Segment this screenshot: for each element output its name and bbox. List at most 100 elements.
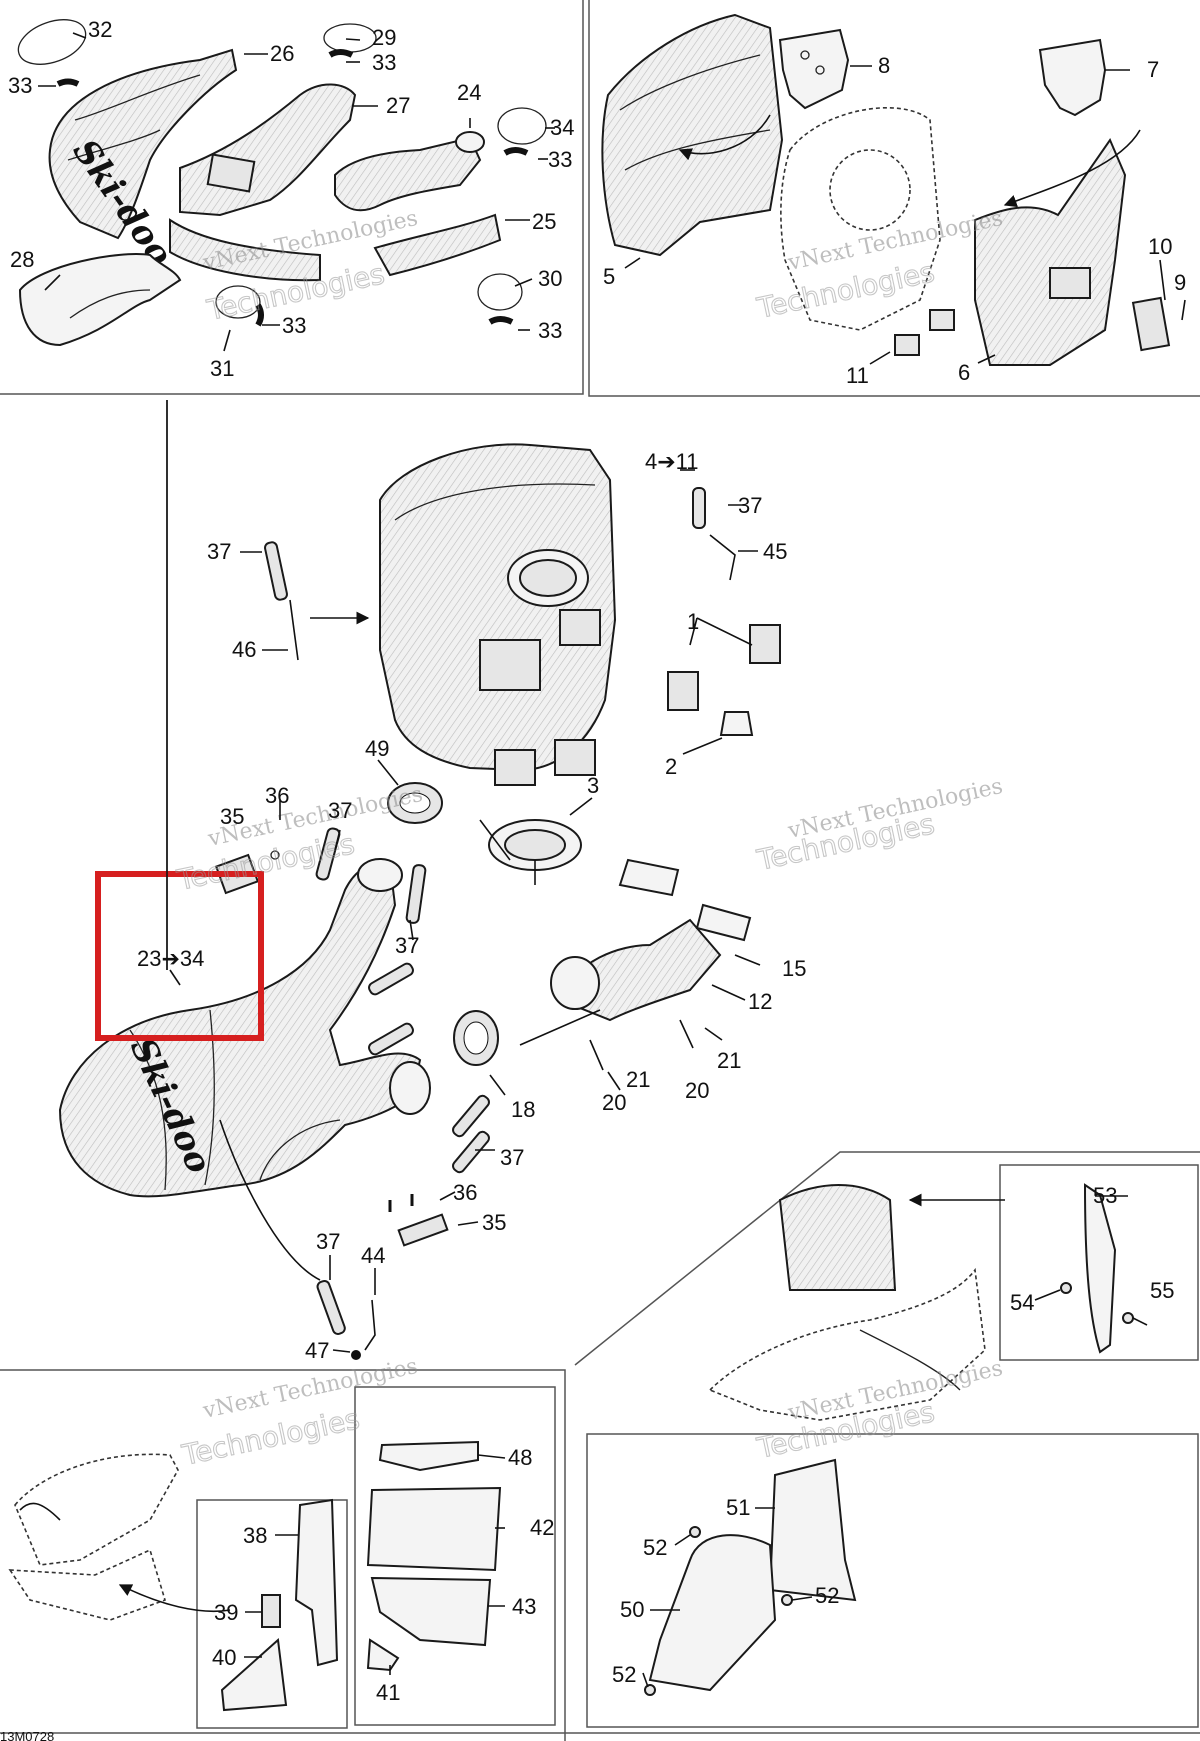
callout-52: 52	[643, 1535, 667, 1560]
spring-37f	[316, 1279, 346, 1335]
callout-4-11: 4➔11	[645, 449, 699, 474]
callout-37: 37	[395, 933, 419, 958]
callout-39: 39	[214, 1600, 238, 1625]
callout-11: 11	[846, 363, 869, 388]
panel-installed-view	[644, 1183, 1134, 1696]
nut-52b	[781, 1594, 793, 1606]
callout-9: 9	[1174, 270, 1186, 295]
callout-20: 20	[685, 1078, 709, 1103]
leader-lines	[19, 32, 1186, 1688]
callout-2: 2	[665, 754, 677, 779]
pipe-24	[334, 136, 482, 212]
muffler-body	[379, 443, 617, 772]
callout-48: 48	[508, 1445, 532, 1470]
callout-37: 37	[500, 1145, 524, 1170]
bracket-35b	[397, 1213, 449, 1247]
callout-21: 21	[626, 1067, 650, 1092]
nut-47	[351, 1350, 361, 1360]
callout-6: 6	[958, 360, 970, 385]
callout-37: 37	[207, 539, 231, 564]
callout-27: 27	[386, 93, 410, 118]
panel-heat-shields	[8, 1440, 502, 1712]
callout-33: 33	[548, 147, 572, 172]
clamp-31	[215, 285, 261, 319]
shield-28	[18, 253, 182, 347]
shield-48	[378, 1440, 479, 1472]
shield-41	[366, 1638, 400, 1672]
clip-33c	[503, 147, 529, 156]
gasket-8	[778, 28, 850, 110]
callout-33: 33	[8, 73, 32, 98]
callout-1: 1	[687, 609, 699, 634]
callout-52: 52	[612, 1662, 636, 1687]
shield-51	[768, 1458, 857, 1602]
shield-42	[366, 1486, 502, 1572]
callout-55: 55	[1150, 1278, 1174, 1303]
clip-33b	[328, 49, 354, 58]
callout-52: 52	[815, 1583, 839, 1608]
bracket-50	[648, 1534, 777, 1692]
spring-37a	[692, 487, 706, 529]
diagram-id: 13M0728	[0, 1729, 54, 1741]
callout-43: 43	[512, 1594, 536, 1619]
callout-12: 12	[748, 989, 772, 1014]
gasket-7	[1038, 38, 1107, 117]
shield-38	[294, 1498, 339, 1667]
plate-39	[261, 1594, 281, 1628]
pipe-25	[373, 213, 502, 277]
callout-26: 26	[270, 41, 294, 66]
callout-35: 35	[220, 804, 244, 829]
callout-21: 21	[717, 1048, 741, 1073]
callout-23-34: 23➔34	[137, 946, 204, 971]
callout-36: 36	[453, 1180, 477, 1205]
shield-5	[601, 13, 784, 257]
callout-51: 51	[726, 1495, 750, 1520]
callout-28: 28	[10, 247, 34, 272]
nut-52a	[689, 1526, 701, 1538]
callout-49: 49	[365, 736, 389, 761]
clip-33d	[488, 316, 514, 325]
panel-main-exhaust: Ski-doo	[58, 443, 781, 1360]
tuned-pipe	[58, 862, 422, 1198]
flange-15a	[618, 858, 680, 897]
nut-55	[1122, 1312, 1134, 1324]
block-11a	[894, 334, 920, 356]
strap-44	[364, 1299, 376, 1351]
callout-15: 15	[782, 956, 806, 981]
callout-44: 44	[361, 1243, 385, 1268]
callout-46: 46	[232, 637, 256, 662]
callout-37: 37	[328, 798, 352, 823]
callout-32: 32	[88, 17, 112, 42]
callout-54: 54	[1010, 1290, 1034, 1315]
callout-37: 37	[316, 1229, 340, 1254]
strap-45	[709, 534, 736, 581]
cover-26	[48, 48, 238, 240]
rivet-36b	[388, 1194, 414, 1212]
shield-43	[370, 1576, 492, 1647]
callout-50: 50	[620, 1597, 644, 1622]
callout-34: 34	[550, 115, 574, 140]
callout-3: 3	[587, 773, 599, 798]
panel-muffler-shields	[601, 13, 1171, 366]
shield-6	[974, 137, 1127, 366]
callout-8: 8	[878, 53, 890, 78]
callout-36: 36	[265, 783, 289, 808]
bolt-54	[1060, 1282, 1072, 1294]
clamp-34	[497, 107, 547, 145]
callout-20: 20	[602, 1090, 626, 1115]
clip-33e	[255, 303, 264, 327]
callout-42: 42	[530, 1515, 554, 1540]
callout-10: 10	[1148, 234, 1172, 259]
block-1a	[749, 624, 781, 664]
callout-7: 7	[1147, 57, 1159, 82]
svg-text:Technologies: Technologies	[754, 255, 938, 325]
clamp-32	[17, 19, 87, 65]
spring-37d	[405, 864, 427, 924]
clip-33a	[56, 78, 80, 87]
callout-53: 53	[1093, 1183, 1117, 1208]
spring-37c	[315, 827, 341, 881]
block-11b	[929, 309, 955, 331]
callout-38: 38	[243, 1523, 267, 1548]
highlight-box	[95, 871, 264, 1041]
